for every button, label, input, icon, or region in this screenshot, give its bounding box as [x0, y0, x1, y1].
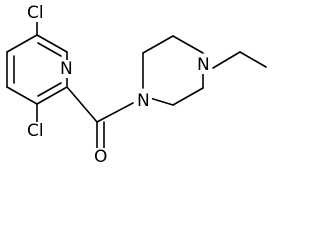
bond-nright-ch2: [212, 51, 241, 69]
bond-carbonyl-n: [96, 102, 134, 123]
bond-c3-c2-inner: [37, 82, 62, 97]
atom-labels: Cl N Cl O N N: [26, 3, 212, 167]
bond-n1-c6: [36, 34, 68, 53]
bond-ch2-ch3: [239, 51, 267, 68]
n-piperazine-right-label: N: [197, 55, 210, 75]
n-piperazine-left-bg: [136, 92, 152, 110]
chemical-structure-diagram: Cl N Cl O N N: [6, 3, 267, 167]
bond-ctopright-nright: [172, 35, 204, 54]
cl-bottom-bg: [26, 122, 50, 140]
n-pyridine-bg: [58, 60, 74, 78]
bond-c4-c3: [6, 86, 38, 105]
cl-top-label: Cl: [27, 3, 44, 23]
bond-c2-carbonyl: [66, 86, 98, 123]
o-carbonyl-bg: [92, 148, 110, 166]
piperazine-ring: [142, 35, 204, 106]
n-piperazine-left-label: N: [137, 91, 150, 111]
bond-cbottomright-cbottom: [172, 87, 204, 106]
cl-top-bg: [26, 4, 50, 22]
o-carbonyl-label: O: [94, 147, 107, 167]
pyridine-ring: [6, 34, 68, 105]
cl-bottom-label: Cl: [27, 121, 44, 141]
bond-n1-c6-inner: [37, 42, 62, 57]
bond-c3-c2: [36, 86, 68, 105]
n-pyridine-label: N: [60, 59, 73, 79]
bond-c6-c5: [6, 34, 38, 53]
substituent-bonds: [36, 16, 134, 151]
bond-ctop-ctopright: [142, 35, 174, 54]
bond-cbottom-nleft: [149, 97, 174, 106]
n-piperazine-right-bg: [196, 56, 212, 74]
ethyl-group: [212, 51, 267, 69]
